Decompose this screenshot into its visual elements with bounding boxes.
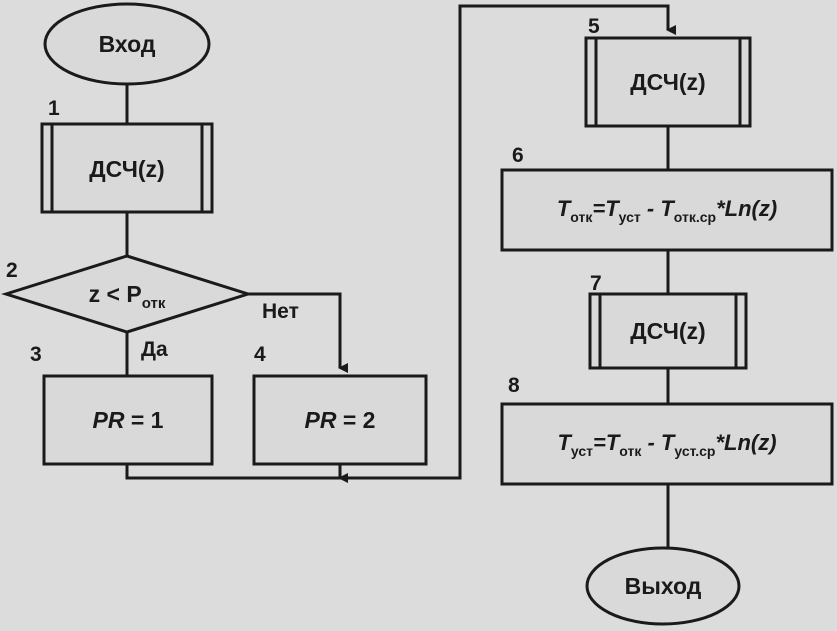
block-6-t4: *Ln(z)	[716, 196, 777, 221]
block-8-t4: *Ln(z)	[715, 430, 776, 455]
start-terminator: Вход	[43, 2, 211, 86]
block-3-rect	[42, 374, 214, 466]
block-6-rect	[500, 168, 834, 252]
block-7-label: ДСЧ(z)	[630, 318, 705, 344]
block-1-rect	[40, 122, 214, 214]
block-2-condition-main: z < P	[89, 281, 142, 307]
block-2-no-label: Нет	[262, 300, 299, 323]
block-3-number: 3	[30, 343, 42, 366]
block-8-t3: - T	[641, 430, 676, 455]
block-6-formula: Tотк=Tуст - Tотк.ср*Ln(z)	[557, 196, 777, 225]
block-8-s3: уст.ср	[674, 443, 715, 459]
edge-2-no-to-4	[243, 292, 348, 373]
block-2-diamond	[0, 254, 254, 334]
block-7: ДСЧ(z) 7	[588, 272, 748, 370]
block-2: z < Pотк 2 Да Нет	[0, 254, 299, 361]
block-1: ДСЧ(z) 1	[40, 97, 214, 214]
block-2-number: 2	[6, 259, 18, 282]
block-2-condition-sub: отк	[142, 295, 166, 312]
block-3: PR = 1 3	[30, 343, 214, 466]
edge-3-to-5	[125, 4, 676, 480]
block-6-t3: - T	[641, 196, 676, 221]
block-5-number: 5	[588, 15, 600, 38]
block-8-s1: уст	[571, 443, 593, 459]
block-5: ДСЧ(z) 5	[584, 15, 752, 128]
end-ellipse	[585, 546, 741, 626]
block-8-t1: T	[557, 430, 572, 455]
block-3-var: PR	[93, 407, 125, 433]
block-4-value: = 2	[336, 407, 375, 433]
block-5-rect	[584, 36, 752, 128]
end-label: Выход	[625, 573, 702, 599]
block-8: Tуст=Tотк - Tуст.ср*Ln(z) 8	[500, 374, 834, 486]
block-8-s2: отк	[619, 443, 642, 459]
start-ellipse	[43, 2, 211, 86]
block-8-formula: Tуст=Tотк - Tуст.ср*Ln(z)	[557, 430, 776, 459]
block-1-number: 1	[48, 97, 60, 120]
block-7-number: 7	[590, 272, 602, 295]
block-7-rect	[588, 292, 748, 370]
block-6-s1: отк	[570, 209, 593, 225]
block-8-number: 8	[508, 374, 520, 397]
block-6-t1: T	[557, 196, 572, 221]
end-terminator: Выход	[585, 546, 741, 626]
block-6: Tотк=Tуст - Tотк.ср*Ln(z) 6	[500, 144, 834, 252]
block-8-rect	[500, 402, 834, 486]
block-4-label: PR = 2	[305, 407, 376, 433]
block-2-yes-label: Да	[141, 338, 168, 361]
block-6-t2: =T	[592, 196, 620, 221]
block-6-s2: уст	[619, 209, 641, 225]
block-4-number: 4	[254, 343, 266, 366]
block-2-condition: z < Pотк	[89, 281, 166, 312]
block-3-label: PR = 1	[93, 407, 164, 433]
block-3-value: = 1	[124, 407, 163, 433]
block-5-label: ДСЧ(z)	[630, 69, 705, 95]
block-8-t2: =T	[593, 430, 621, 455]
block-1-label: ДСЧ(z)	[89, 156, 164, 182]
block-6-s3: отк.ср	[674, 209, 716, 225]
block-4-rect	[252, 374, 428, 466]
start-label: Вход	[99, 31, 156, 57]
block-4: PR = 2 4	[252, 343, 428, 466]
block-4-var: PR	[305, 407, 337, 433]
block-6-number: 6	[512, 144, 524, 167]
connectors	[125, 4, 676, 556]
